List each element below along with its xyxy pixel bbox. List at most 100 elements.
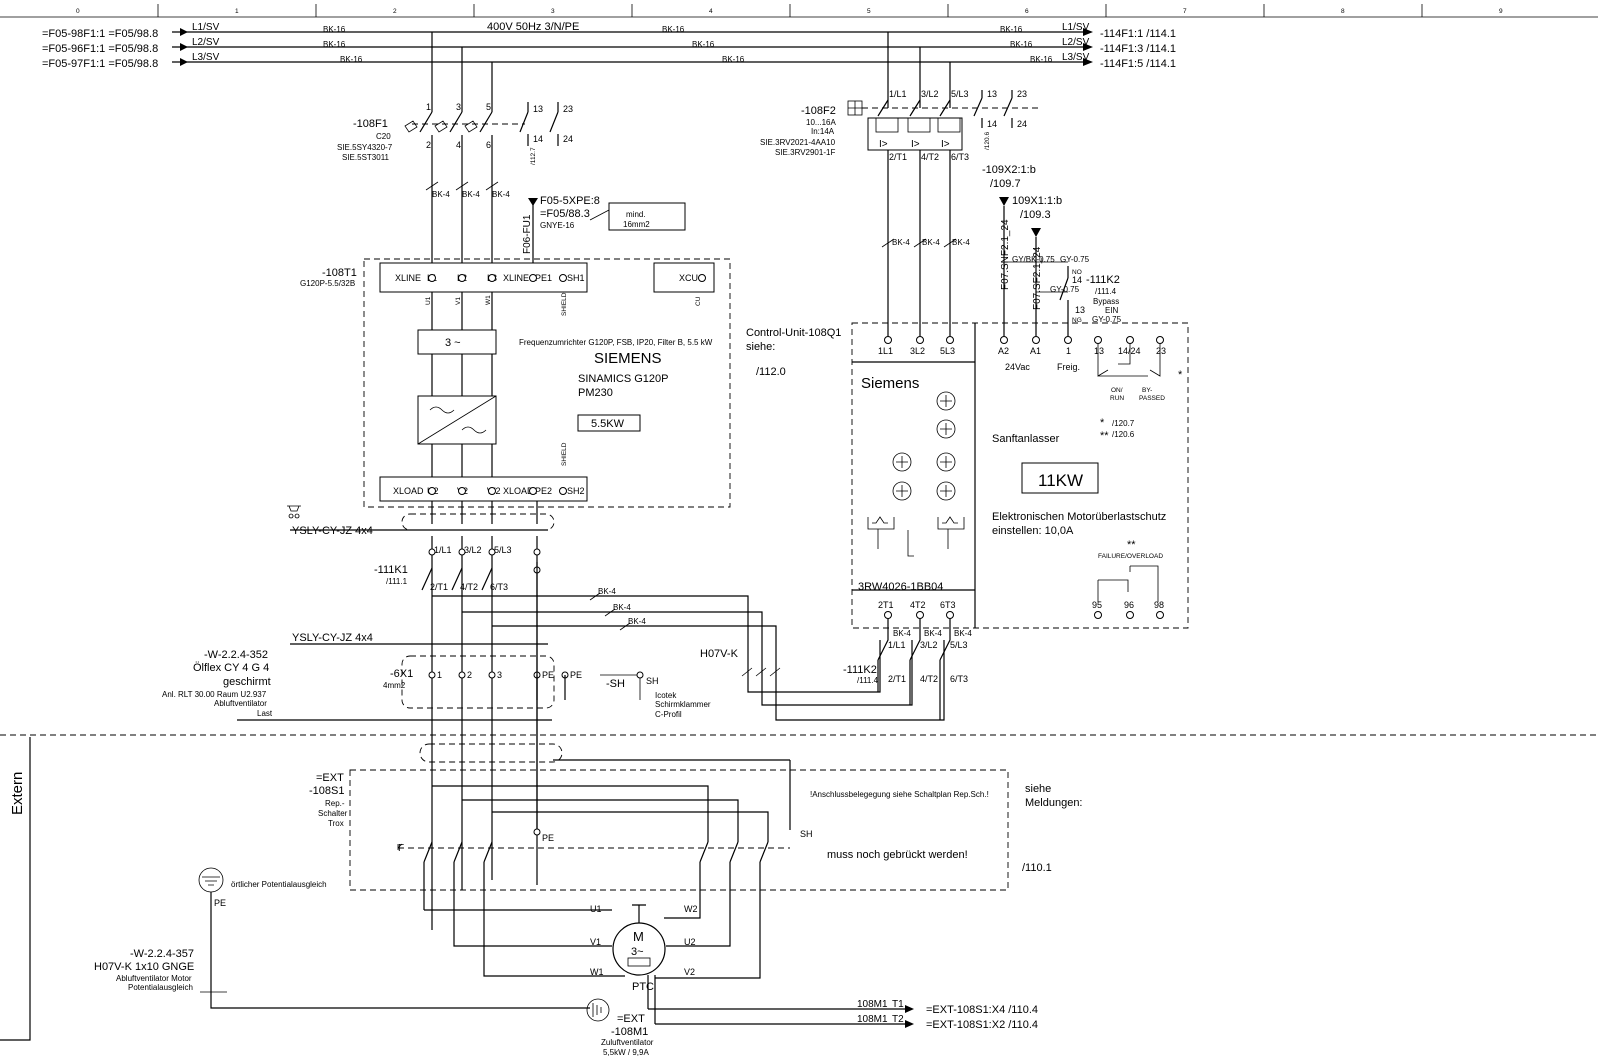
ss-bypassed: PASSED — [1139, 395, 1165, 402]
motor-tag: -108M1 — [611, 1026, 648, 1038]
repair-switch-108S1: =EXT -108S1 Rep.- Schalter Trox !Anschlu… — [309, 562, 1009, 910]
breaker-108F1: 1 3 5 2 4 6 13 14 23 24 /112.7 -108F1 C2… — [337, 102, 573, 199]
column-number: 6 — [1025, 8, 1029, 15]
clamp-desc: Icotek — [655, 691, 677, 700]
motor-terminal: W1 — [590, 967, 604, 977]
device-tag: -108F1 — [353, 118, 388, 130]
k2-desc: Bypass — [1093, 297, 1119, 306]
breaker-108F2: I> I> I> 1/L1 3/L2 5/L3 2/T1 4/T2 6/T3 1… — [760, 89, 1040, 162]
terminal-label: 6T3 — [940, 600, 956, 610]
pa-cable-desc: Potentialausgleich — [128, 983, 193, 992]
ptc-terminal: T1 — [892, 999, 904, 1010]
meldungen-ref: /110.1 — [1022, 862, 1052, 874]
ss-power: 11KW — [1038, 471, 1083, 490]
pin-label: 3/L2 — [464, 545, 482, 555]
part-number: SIE.5SY4320-7 — [337, 143, 393, 152]
pin-label: 23 — [563, 104, 573, 114]
pin-label: 24 — [563, 134, 573, 144]
pe-ref-page: =F05/88.3 — [540, 208, 590, 220]
switch-desc: Schalter — [318, 809, 348, 818]
side-label: W1 — [485, 295, 492, 305]
wire-label: BK-4 — [462, 190, 480, 199]
wire-label: BK-16 — [340, 55, 363, 64]
device-tag: -111K1 — [374, 564, 408, 576]
pa-label: örtlicher Potentialausgleich — [231, 880, 327, 889]
cross-ref: /120.6 — [984, 132, 991, 150]
side-label: U1 — [425, 296, 432, 305]
wire-label: BK-4 — [952, 238, 970, 247]
ctrl-wire: GY-0.75 — [1060, 255, 1090, 264]
terminal-label: 2T1 — [878, 600, 894, 610]
ss-24v: 24Vac — [1005, 362, 1030, 372]
cable-h07: H07V-K — [700, 648, 739, 660]
supply-busbars: =F05-98F1:1 =F05/98.8 =F05-96F1:1 =F05/9… — [42, 21, 1176, 70]
pin-label: 3/L2 — [920, 640, 938, 650]
wire-label: BK-4 — [432, 190, 450, 199]
motor-terminal: U1 — [590, 904, 602, 914]
device-tag: -111K2 — [1086, 274, 1120, 286]
cable-type: Ölflex CY 4 G 4 — [193, 662, 269, 674]
trip-label: I> — [941, 139, 950, 150]
wire-label: BK-16 — [1010, 40, 1033, 49]
wire-label: BK-4 — [893, 629, 911, 638]
phase-label: L3/SV — [1062, 52, 1090, 63]
clamp-desc: Schirmklammer — [655, 700, 711, 709]
pa-cable-desc: Abluftventilator Motor — [116, 974, 192, 983]
pin-label: 3 — [456, 102, 461, 112]
device-tag: -108T1 — [322, 267, 357, 279]
phase-label: L3/SV — [192, 52, 220, 63]
pe-connection: F05-5XPE:8 =F05/88.3 GNYE-16 mind. 16mm2… — [522, 195, 686, 276]
cable-location: Last — [257, 709, 273, 718]
wire-label: BK-4 — [628, 617, 646, 626]
switch-tag: -108S1 — [309, 785, 344, 797]
cable-ysly-1: YSLY-CY-JZ 4x4 — [287, 505, 555, 537]
pin-label: 6 — [486, 140, 491, 150]
pa-pe: PE — [214, 898, 226, 908]
terminal-pin: 1 — [437, 670, 442, 680]
vfd-brand: SIEMENS — [594, 350, 662, 367]
feed-in-l3: =F05-97F1:1 =F05/98.8 — [42, 58, 158, 70]
clamp-desc: C-Profil — [655, 710, 682, 719]
meldungen-label: Meldungen: — [1025, 797, 1083, 809]
pe-ref-tag: F05-5XPE:8 — [540, 195, 600, 207]
vfd-description: Frequenzumrichter G120P, FSB, IP20, Filt… — [519, 338, 713, 347]
device-rating: C20 — [376, 132, 391, 141]
ss-overload: einstellen: 10,0A — [992, 525, 1074, 537]
cu-label: CU — [695, 296, 702, 306]
terminal-label: 3L2 — [910, 346, 925, 356]
pin-label: 4/T2 — [920, 674, 938, 684]
ss-brand: Siemens — [861, 375, 919, 392]
ctrl-terminal: A2 — [998, 346, 1009, 356]
terminal-size: 4mm2 — [383, 681, 406, 690]
column-number: 9 — [1499, 8, 1503, 15]
phase-label: L1/SV — [1062, 22, 1090, 33]
motor-terminal: W2 — [684, 904, 698, 914]
feed-out-l3: -114F1:5 /114.1 — [1100, 58, 1176, 70]
motor-phase: 3~ — [631, 946, 644, 958]
motor-rating: 5,5kW / 9,9A — [603, 1048, 649, 1057]
pin-label: 1/L1 — [889, 89, 907, 99]
device-setting: In:14A — [811, 127, 835, 136]
wire-label: BK-4 — [892, 238, 910, 247]
pin-label: 2/T1 — [430, 582, 448, 592]
pin-label: 5/L3 — [950, 640, 968, 650]
wire-label: BK-4 — [613, 603, 631, 612]
terminal-pin: PE — [542, 670, 554, 680]
feed-out-l2: -114F1:3 /114.1 — [1100, 43, 1176, 55]
ctrl-terminal: 23 — [1156, 346, 1166, 356]
cable-label: YSLY-CY-JZ 4x4 — [292, 632, 373, 644]
terminal-pin: 3 — [497, 670, 502, 680]
shield-clamp: -SH SH Icotek Schirmklammer C-Profil — [600, 671, 711, 719]
ctrl-terminal: 1 — [1066, 346, 1071, 356]
part-number: SIE.3RV2021-4AA10 — [760, 138, 836, 147]
column-ruler: 0 1 2 3 4 5 6 7 8 9 — [0, 4, 1598, 18]
pin-label: 2 — [426, 140, 431, 150]
pin-label: 6/T3 — [490, 582, 508, 592]
pin-label: 5 — [486, 102, 491, 112]
motor-ptc: PTC — [632, 981, 654, 993]
wire-label: BK-16 — [722, 55, 745, 64]
column-number: 5 — [867, 8, 871, 15]
motor-desc: Zuluftventilator — [601, 1038, 654, 1047]
vfd-model: SINAMICS G120P — [578, 373, 668, 385]
